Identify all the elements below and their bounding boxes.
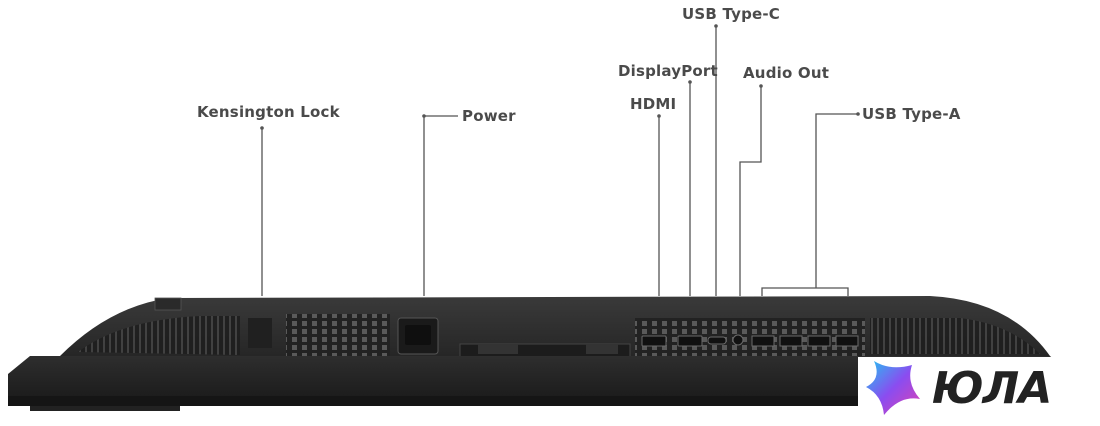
monitor-body: [8, 296, 1072, 411]
label-power: Power: [462, 107, 516, 125]
label-displayport: DisplayPort: [618, 62, 718, 80]
label-audio-out: Audio Out: [743, 64, 830, 82]
label-kensington-lock: Kensington Lock: [197, 103, 340, 121]
label-usb-type-a: USB Type-A: [862, 105, 961, 123]
watermark: ЮЛА: [858, 357, 1100, 421]
star-logo-icon: [866, 361, 920, 415]
label-hdmi: HDMI: [630, 95, 677, 113]
leader-lines: [260, 24, 860, 296]
watermark-text: ЮЛА: [932, 363, 1052, 414]
label-usb-type-c: USB Type-C: [682, 5, 781, 23]
